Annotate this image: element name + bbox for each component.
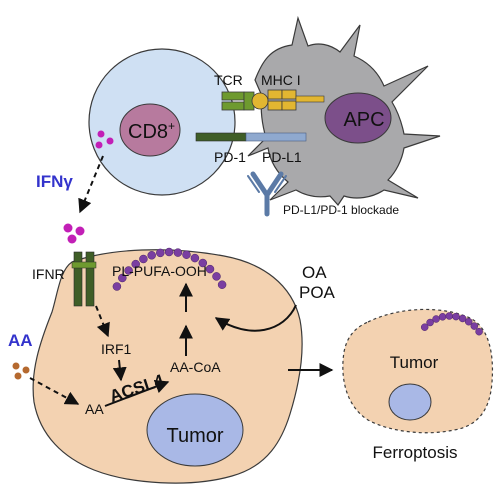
lipid-bead <box>198 258 208 268</box>
lipid-bead <box>475 327 483 336</box>
lipid-bead <box>147 251 156 260</box>
aa-uptake-arrow <box>29 377 80 405</box>
lipid-bead <box>445 312 454 320</box>
tumor-nucleus <box>146 393 244 467</box>
ifn-secretion-arrow <box>78 155 104 214</box>
tumor-label: Tumor <box>166 425 223 447</box>
lipid-bead <box>420 323 429 331</box>
tumor-right-label: Tumor <box>390 353 439 372</box>
pd1-label: PD-1 <box>214 149 246 165</box>
lipid-bead <box>212 272 221 281</box>
irf1-to-acsl4-arrow <box>112 359 127 382</box>
mhc-label: MHC I <box>261 72 301 88</box>
lipid-bead <box>190 253 200 263</box>
lipid-bead <box>173 248 183 257</box>
lipid-beads-ferroptotic <box>420 312 483 336</box>
lipid-bead <box>112 282 122 291</box>
lipid-bead <box>458 314 467 323</box>
cd8-nucleus <box>119 103 181 157</box>
lipid-bead <box>156 248 165 258</box>
tcr-receptor <box>221 91 255 111</box>
irf1-label: IRF1 <box>101 341 132 357</box>
ifn-dots-cell <box>95 130 114 149</box>
lipid-bead <box>205 264 215 274</box>
lipid-bead <box>438 313 447 321</box>
tcr-label: TCR <box>214 72 243 88</box>
lipid-bead <box>426 318 434 327</box>
pdl1-label: PD-L1 <box>262 149 302 165</box>
poa-label: POA <box>299 283 336 302</box>
apc-nucleus <box>324 92 392 144</box>
apc-label: APC <box>343 109 384 131</box>
cd8-label: CD8+ <box>128 119 175 143</box>
antibody-icon <box>247 171 287 217</box>
aacoa-label: AA-CoA <box>170 359 221 375</box>
aa-dots <box>12 362 30 380</box>
lipid-bead <box>139 254 148 264</box>
oa-label: OA <box>302 263 327 282</box>
aa-outside-label: AA <box>8 331 33 350</box>
lipid-beads <box>112 247 227 291</box>
aa-to-aacoa-arrow <box>104 379 170 407</box>
lipid-bead <box>124 266 133 275</box>
ifng-label: IFNγ <box>36 172 73 191</box>
lipid-bead <box>131 259 140 269</box>
lipid-bead <box>182 250 191 259</box>
tumor-nucleus-ferroptotic <box>388 383 432 421</box>
lipid-bead <box>118 273 127 283</box>
lipid-bead <box>217 280 227 289</box>
pdl1-ligand <box>245 132 307 142</box>
ifnr-label: IFNR <box>32 266 65 282</box>
lipid-bead <box>464 317 473 326</box>
pl-pufa-label: PL-PUFA-OOH <box>112 263 207 279</box>
lipid-bead <box>164 247 174 257</box>
mhc-i-complex <box>251 89 325 111</box>
oa-poa-arrow <box>214 304 297 332</box>
ferroptosis-label: Ferroptosis <box>372 443 457 462</box>
ifn-dots-free <box>63 223 85 244</box>
lipid-bead <box>470 322 479 330</box>
lipid-bead <box>432 315 440 323</box>
pd1-receptor <box>195 132 247 142</box>
ifnr-receptor <box>71 251 97 307</box>
blockade-label: PD-L1/PD-1 blockade <box>283 203 399 217</box>
aa-inside-label: AA <box>85 401 104 417</box>
tumor-cell-ferroptotic <box>342 308 494 434</box>
lipid-bead <box>452 312 460 321</box>
